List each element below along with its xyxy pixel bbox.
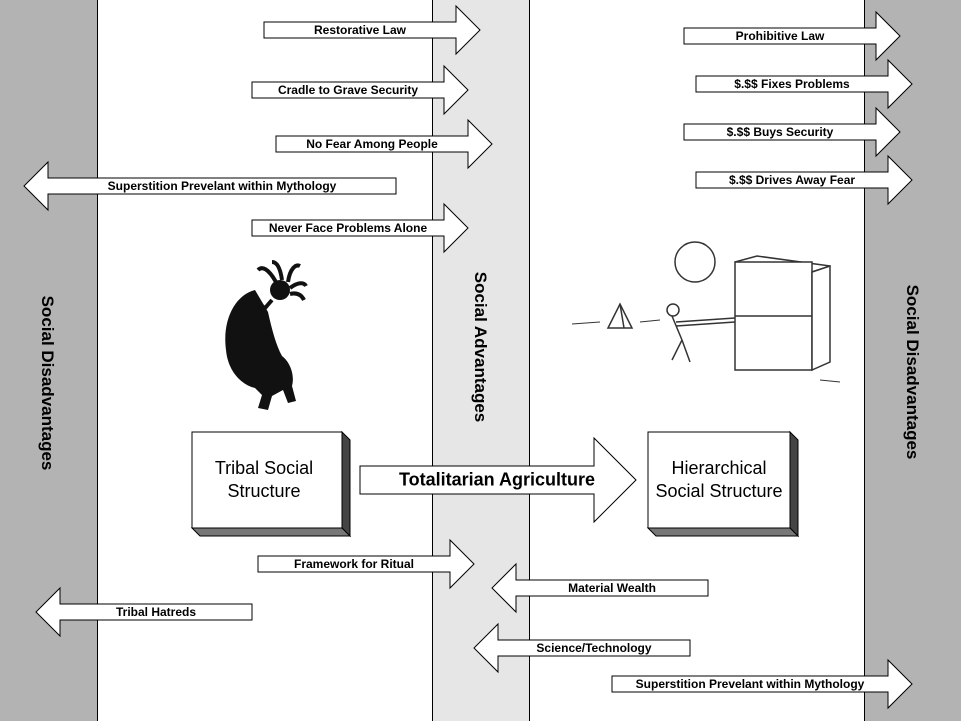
kokopelli-figure-icon	[225, 260, 308, 410]
tribal-arrow-label-0: Restorative Law	[313, 23, 407, 37]
tribal-arrow-label-5: Framework for Ritual	[293, 557, 415, 571]
hierarchical-arrow-1	[695, 58, 913, 110]
hierarchical-arrow-4	[491, 562, 709, 614]
hierarchical-arrow-label-5: Science/Technology	[536, 641, 652, 655]
tribal-arrow-3	[23, 160, 397, 212]
tribal-structure-box	[190, 430, 352, 538]
tribal-arrow-4	[251, 202, 469, 254]
tribal-arrow-label-3: Superstition Prevelant within Mythology	[107, 179, 337, 193]
tribal-arrow-label-6: Tribal Hatreds	[115, 605, 197, 619]
hierarchical-arrow-label-6: Superstition Prevelant within Mythology	[635, 677, 865, 691]
tribal-arrow-label-2: No Fear Among People	[306, 137, 438, 151]
hierarchical-arrow-6	[611, 658, 913, 710]
hierarchical-arrow-label-1: $.$$ Fixes Problems	[734, 77, 850, 91]
tribal-box-label: Tribal Social Structure	[214, 458, 314, 501]
hierarchical-box-label: Hierarchical Social Structure	[655, 458, 783, 501]
tribal-arrow-5	[257, 538, 475, 590]
hierarchical-arrow-0	[683, 10, 901, 62]
hierarchical-arrow-2	[683, 106, 901, 158]
hierarchical-arrow-label-0: Prohibitive Law	[735, 29, 825, 43]
tribal-arrow-1	[251, 64, 469, 116]
hierarchical-arrow-5	[473, 622, 691, 674]
tribal-arrow-2	[275, 118, 493, 170]
person-pulling-cube-icon	[568, 200, 844, 398]
hierarchical-arrow-label-3: $.$$ Drives Away Fear	[728, 173, 856, 187]
main-arrow-shape	[359, 436, 637, 524]
tribal-arrow-6	[35, 586, 253, 638]
hierarchical-arrow-3	[695, 154, 913, 206]
tribal-arrow-0	[263, 4, 481, 56]
hierarchical-arrow-label-4: Material Wealth	[568, 581, 656, 595]
main-arrow-label: Totalitarian Agriculture	[398, 469, 596, 490]
hierarchical-structure-box	[646, 430, 800, 538]
hierarchical-arrow-label-2: $.$$ Buys Security	[726, 125, 834, 139]
tribal-arrow-label-4: Never Face Problems Alone	[268, 221, 428, 235]
tribal-arrow-label-1: Cradle to Grave Security	[277, 83, 419, 97]
